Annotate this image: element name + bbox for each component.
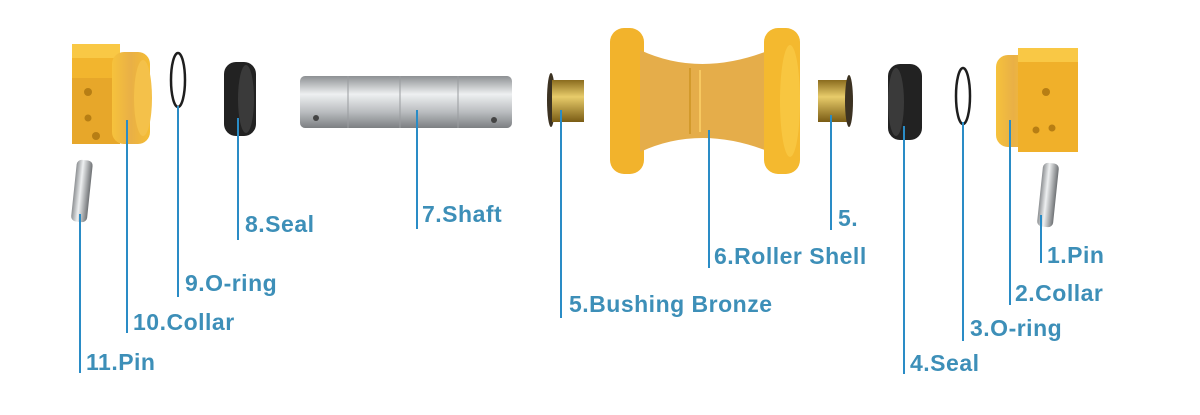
collar-10-shape xyxy=(72,44,152,144)
label-collar-2: 2.Collar xyxy=(1015,280,1104,306)
label-bushing-bronze-5: 5.Bushing Bronze xyxy=(569,291,773,317)
label-seal-4: 4.Seal xyxy=(910,350,980,376)
pin-11-shape xyxy=(71,159,93,223)
seal-8-shape xyxy=(224,62,256,136)
label-o-ring-9: 9.O-ring xyxy=(185,270,278,296)
roller-shell-6-shape xyxy=(610,28,800,174)
label-pin-11: 11.Pin xyxy=(86,349,156,375)
seal-4-shape xyxy=(888,64,922,140)
shaft-7-shape xyxy=(300,76,512,128)
label-pin-1: 1.Pin xyxy=(1047,242,1105,268)
label-shaft-7: 7.Shaft xyxy=(422,201,503,227)
label-collar-10: 10.Collar xyxy=(133,309,235,335)
leader-lines xyxy=(79,106,1042,374)
o-ring-3-shape xyxy=(954,66,972,126)
bushing-5-shape xyxy=(818,75,853,127)
bushing-bronze-5-shape xyxy=(547,73,584,127)
label-seal-8: 8.Seal xyxy=(245,211,315,237)
label-o-ring-3: 3.O-ring xyxy=(970,315,1063,341)
o-ring-9-shape xyxy=(169,51,187,109)
label-roller-shell-6: 6.Roller Shell xyxy=(714,243,867,269)
pin-1-shape xyxy=(1037,162,1059,228)
label-bushing-5: 5. xyxy=(838,205,859,231)
collar-2-shape xyxy=(996,48,1078,152)
